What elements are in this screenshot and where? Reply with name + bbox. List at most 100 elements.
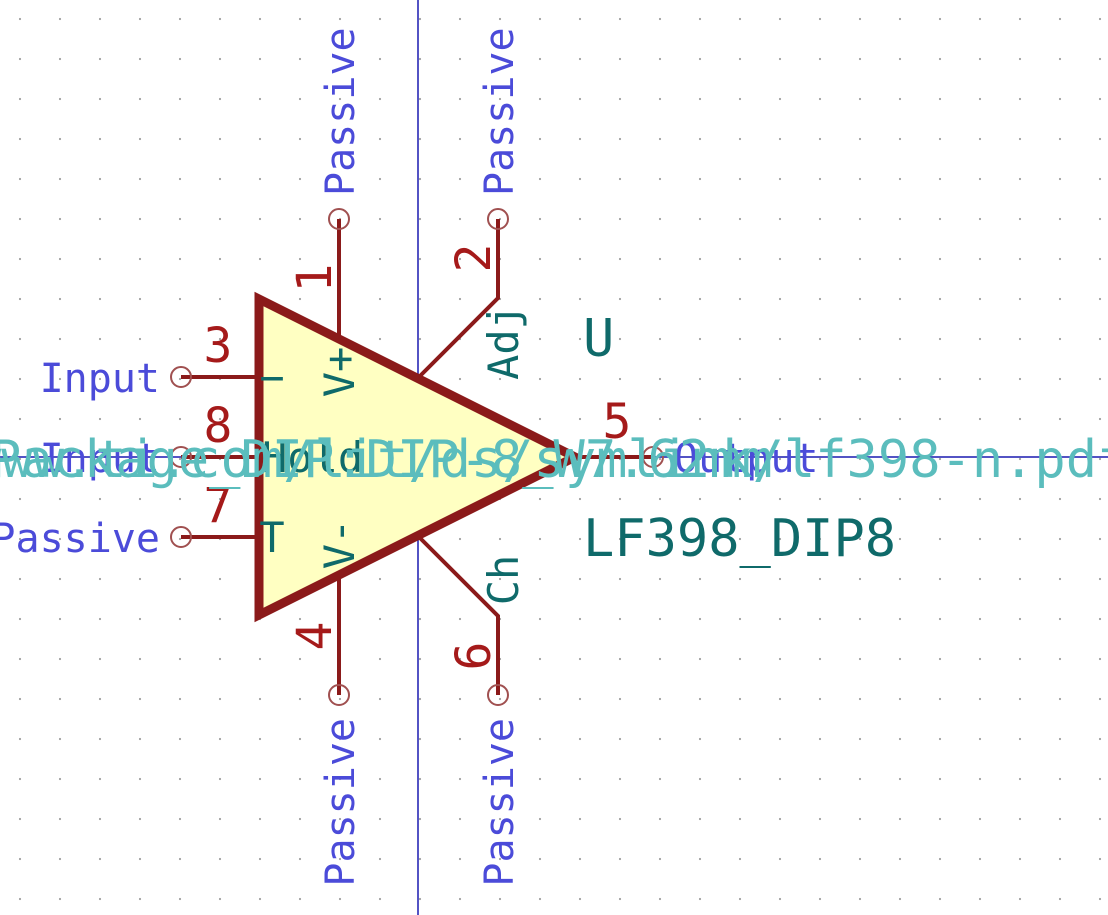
grid-dot [658, 497, 662, 501]
component-reference[interactable]: U [583, 309, 614, 369]
grid-dot [938, 137, 942, 141]
grid-dot [978, 137, 982, 141]
grid-dot [858, 337, 862, 341]
grid-dot [58, 897, 62, 901]
grid-dot [58, 217, 62, 221]
grid-dot [378, 337, 382, 341]
grid-dot [1018, 537, 1022, 541]
grid-dot [298, 297, 302, 301]
grid-dot [1018, 297, 1022, 301]
grid-dot [978, 817, 982, 821]
grid-dot [938, 777, 942, 781]
grid-dot [418, 57, 422, 61]
pin-3-connection-point[interactable] [170, 366, 192, 388]
grid-dot [58, 137, 62, 141]
grid-dot [378, 177, 382, 181]
grid-dot [538, 57, 542, 61]
grid-dot [458, 137, 462, 141]
grid-dot [18, 57, 22, 61]
grid-dot [618, 617, 622, 621]
grid-dot [18, 337, 22, 341]
grid-dot [698, 697, 702, 701]
pin-6-connection-point[interactable] [487, 684, 509, 706]
grid-dot [178, 97, 182, 101]
grid-dot [498, 377, 502, 381]
grid-dot [18, 617, 22, 621]
pin-7-number: 7 [204, 478, 233, 534]
grid-dot [818, 457, 822, 461]
grid-dot [218, 817, 222, 821]
grid-dot [978, 337, 982, 341]
grid-dot [938, 897, 942, 901]
grid-dot [1098, 337, 1102, 341]
grid-dot [738, 257, 742, 261]
grid-dot [658, 897, 662, 901]
grid-dot [298, 57, 302, 61]
pin-6-wire[interactable] [416, 534, 500, 695]
grid-dot [978, 57, 982, 61]
grid-dot [338, 777, 342, 781]
grid-dot [538, 97, 542, 101]
grid-dot [98, 777, 102, 781]
grid-dot [1058, 137, 1062, 141]
grid-dot [818, 337, 822, 341]
pin-1-connection-point[interactable] [328, 208, 350, 230]
footprint-field[interactable]: Package_DIP:DIP-8_W7.62mm [0, 430, 773, 490]
grid-dot [138, 657, 142, 661]
grid-dot [58, 657, 62, 661]
grid-dot [538, 297, 542, 301]
pin-2-wire[interactable] [416, 219, 500, 380]
grid-dot [458, 17, 462, 21]
grid-dot [378, 617, 382, 621]
grid-dot [978, 297, 982, 301]
pin-4-connection-point[interactable] [328, 684, 350, 706]
grid-dot [218, 417, 222, 421]
grid-dot [418, 137, 422, 141]
grid-dot [98, 97, 102, 101]
grid-dot [778, 217, 782, 221]
pin-7-connection-point[interactable] [170, 526, 192, 548]
grid-dot [178, 497, 182, 501]
pin-2-connection-point[interactable] [487, 208, 509, 230]
grid-dot [458, 737, 462, 741]
grid-dot [458, 897, 462, 901]
grid-dot [458, 257, 462, 261]
grid-dot [458, 377, 462, 381]
grid-dot [658, 17, 662, 21]
pin-6-type-label: Passive [477, 718, 523, 887]
grid-dot [618, 697, 622, 701]
grid-dot [698, 457, 702, 461]
grid-dot [618, 417, 622, 421]
grid-dot [578, 337, 582, 341]
grid-dot [618, 297, 622, 301]
grid-dot [698, 417, 702, 421]
grid-dot [858, 617, 862, 621]
pin-8-connection-point[interactable] [170, 446, 192, 468]
grid-dot [1098, 897, 1102, 901]
grid-dot [938, 657, 942, 661]
grid-dot [938, 617, 942, 621]
grid-dot [298, 697, 302, 701]
grid-dot [338, 817, 342, 821]
grid-dot [98, 177, 102, 181]
grid-dot [818, 377, 822, 381]
pin-5-number: 5 [603, 394, 632, 450]
grid-dot [818, 297, 822, 301]
grid-dot [338, 137, 342, 141]
grid-dot [218, 177, 222, 181]
grid-dot [578, 537, 582, 541]
grid-dot [58, 417, 62, 421]
grid-dot [578, 697, 582, 701]
grid-dot [658, 817, 662, 821]
grid-dot [578, 177, 582, 181]
grid-dot [738, 537, 742, 541]
grid-dot [1098, 377, 1102, 381]
datasheet-field[interactable]: www.ti.com/lit/ds/symlink/lf398-n.pdf [0, 430, 1108, 490]
grid-dot [98, 497, 102, 501]
pin-5-connection-point[interactable] [642, 446, 664, 468]
component-value[interactable]: LF398_DIP8 [583, 509, 896, 569]
grid-dot [898, 817, 902, 821]
grid-dot [578, 657, 582, 661]
grid-dot [1018, 497, 1022, 501]
pin-6-name: Ch [479, 555, 528, 606]
